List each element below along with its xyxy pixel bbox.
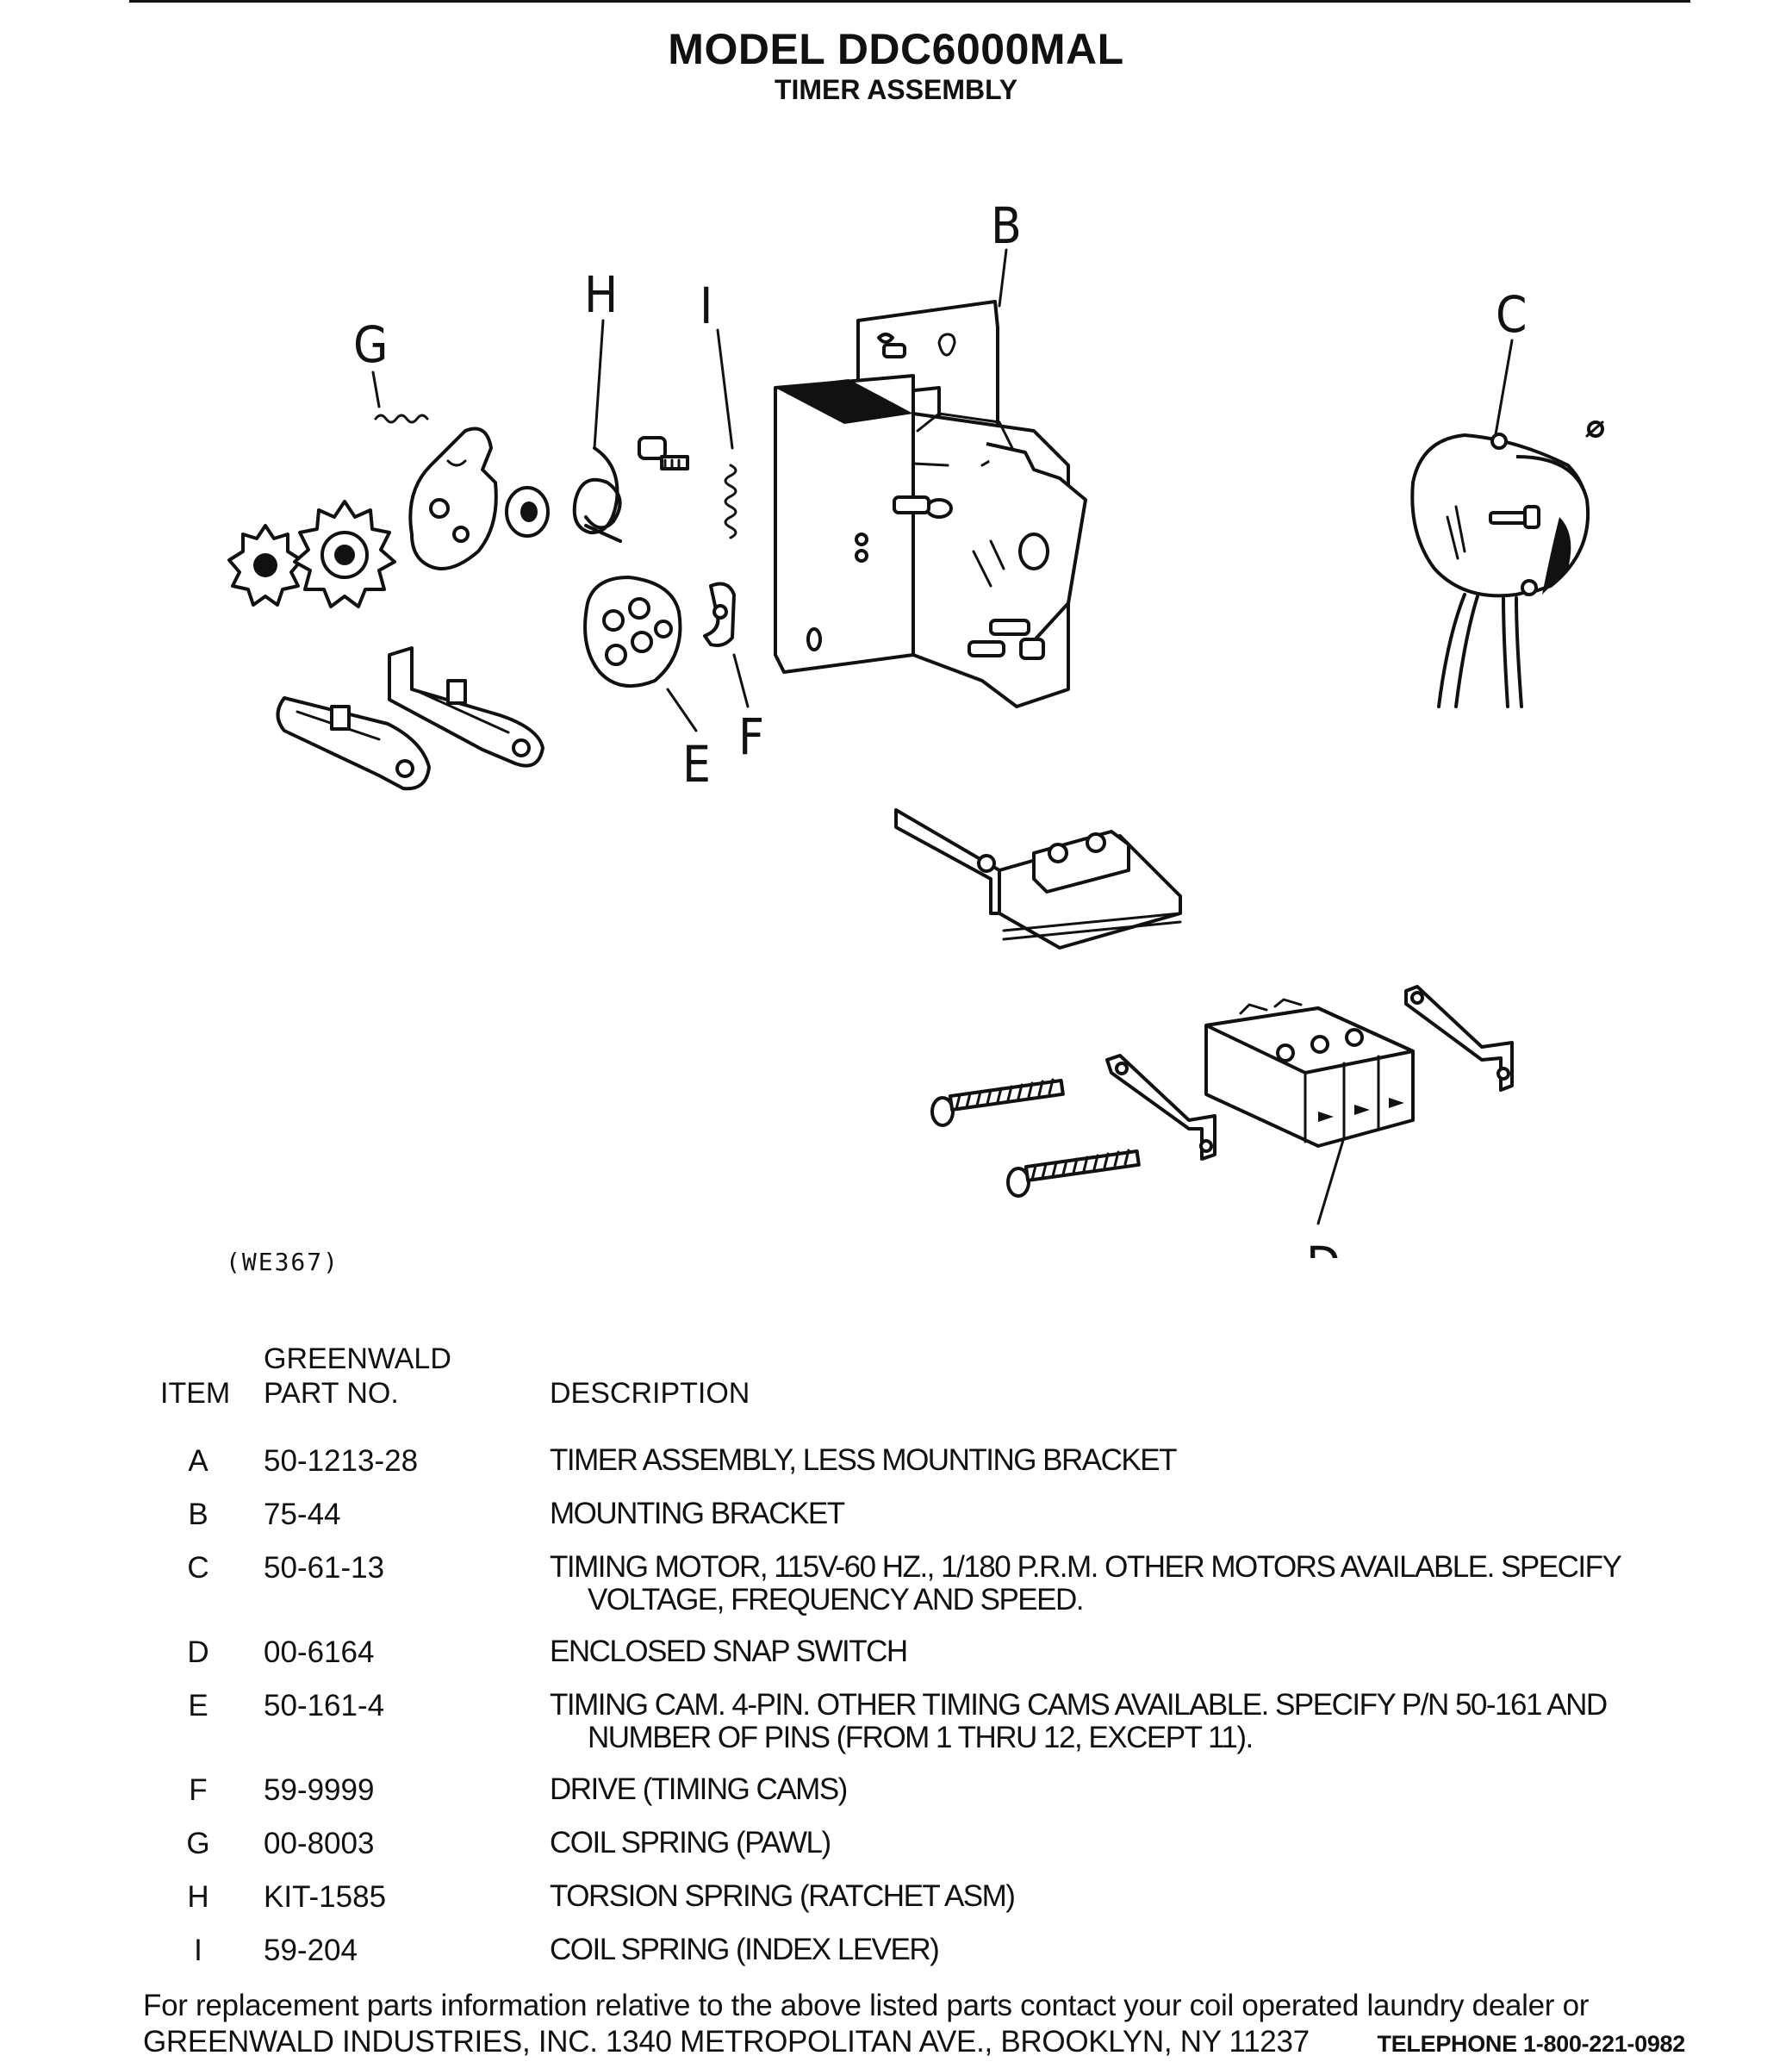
ratchet-gear-small: [227, 524, 303, 607]
part-description: COIL SPRING (PAWL): [550, 1827, 1670, 1859]
description-line-1: TIMING MOTOR, 115V-60 HZ., 1/180 P.R.M. …: [550, 1550, 1622, 1584]
item-letter: B: [188, 1498, 208, 1531]
footer-telephone: TELEPHONE 1-800-221-0982: [1377, 2031, 1686, 2057]
description-line-1: COIL SPRING (INDEX LEVER): [550, 1933, 940, 1966]
timing-motor-part: [1410, 420, 1604, 708]
part-description: DRIVE (TIMING CAMS): [550, 1773, 1670, 1806]
callout-i: I: [700, 277, 712, 335]
part-number: KIT-1585: [264, 1880, 387, 1914]
switch-actuator-plate-part: [894, 808, 1182, 950]
drive-part: [703, 582, 736, 647]
footer-line-2: GREENWALD INDUSTRIES, INC. 1340 METROPOL…: [143, 2025, 1685, 2059]
callout-g: G: [353, 315, 388, 374]
top-rule: [129, 0, 1690, 3]
item-letter: C: [187, 1551, 209, 1585]
ratchet-gear-large: [293, 500, 396, 608]
switch-bracket-left: [1105, 1054, 1216, 1161]
callout-h: H: [584, 265, 618, 324]
item-letter: F: [189, 1773, 208, 1807]
item-letter: H: [187, 1880, 209, 1914]
description-line-1: TIMER ASSEMBLY, LESS MOUNTING BRACKET: [550, 1443, 1178, 1477]
item-letter: A: [188, 1444, 208, 1478]
callout-f: F: [738, 707, 764, 766]
part-number: 50-161-4: [264, 1689, 385, 1722]
pawl-lever-part: [408, 427, 498, 570]
part-description: MOUNTING BRACKET: [550, 1498, 1670, 1530]
page-title: MODEL DDC6000MAL: [668, 25, 1124, 73]
description-line-2: VOLTAGE, FREQUENCY AND SPEED.: [588, 1583, 1084, 1616]
column-header-part-line1: GREENWALD: [264, 1342, 451, 1375]
part-number: 59-9999: [264, 1773, 375, 1807]
part-description: TIMER ASSEMBLY, LESS MOUNTING BRACKET: [550, 1444, 1670, 1477]
item-letter: D: [187, 1635, 209, 1669]
diagram-reference-code: (WE367): [226, 1248, 340, 1276]
description-line-1: ENCLOSED SNAP SWITCH: [550, 1635, 908, 1668]
description-line-1: DRIVE (TIMING CAMS): [550, 1772, 848, 1806]
torsion-spring-part: [572, 446, 622, 543]
footer-line-1: For replacement parts information relati…: [143, 1989, 1590, 2022]
screw-part: [638, 436, 689, 470]
part-description: TIMING CAM. 4-PIN. OTHER TIMING CAMS AVA…: [550, 1689, 1670, 1754]
callout-b: B: [991, 196, 1022, 255]
washer-part: [505, 486, 550, 538]
item-letter: I: [194, 1934, 202, 1967]
switch-screw-lower: [1006, 1149, 1141, 1198]
description-line-1: TORSION SPRING (RATCHET ASM): [550, 1879, 1016, 1913]
description-line-1: TIMING CAM. 4-PIN. OTHER TIMING CAMS AVA…: [550, 1688, 1608, 1722]
callout-c: C: [1496, 285, 1527, 344]
part-number: 75-44: [264, 1498, 341, 1531]
description-line-2: NUMBER OF PINS (FROM 1 THRU 12, EXCEPT 1…: [588, 1721, 1254, 1754]
part-number: 50-1213-28: [264, 1444, 419, 1478]
column-header-part-line2: PART NO.: [264, 1377, 399, 1410]
column-header-item: ITEM: [160, 1377, 231, 1410]
actuator-lever-right: [388, 646, 544, 768]
switch-screw-upper: [930, 1078, 1065, 1127]
mounting-bracket-part: [774, 300, 1087, 708]
part-number: 50-61-13: [264, 1551, 385, 1585]
description-line-1: COIL SPRING (PAWL): [550, 1826, 831, 1859]
part-description: ENCLOSED SNAP SWITCH: [550, 1635, 1670, 1668]
timing-cam-part: [583, 576, 682, 688]
part-number: 00-6164: [264, 1635, 375, 1669]
part-description: COIL SPRING (INDEX LEVER): [550, 1934, 1670, 1966]
column-header-description: DESCRIPTION: [550, 1377, 750, 1410]
footer-address: GREENWALD INDUSTRIES, INC. 1340 METROPOL…: [143, 2025, 1310, 2059]
callout-e: E: [682, 735, 711, 794]
exploded-parts-diagram: B H I G C E F D: [227, 196, 1604, 1258]
part-description: TORSION SPRING (RATCHET ASM): [550, 1880, 1670, 1913]
actuator-lever-left: [276, 696, 431, 791]
enclosed-snap-switch-part: [1204, 998, 1415, 1148]
callout-d: D: [1306, 1236, 1341, 1258]
part-number: 59-204: [264, 1934, 358, 1967]
leader-lines: [371, 248, 1514, 1225]
item-letter: G: [186, 1827, 210, 1860]
part-description: TIMING MOTOR, 115V-60 HZ., 1/180 P.R.M. …: [550, 1551, 1670, 1616]
switch-bracket-right: [1404, 985, 1514, 1092]
part-number: 00-8003: [264, 1827, 375, 1860]
item-letter: E: [188, 1689, 208, 1722]
coil-spring-pawl-part: [374, 414, 429, 424]
coil-spring-index-part: [724, 464, 737, 539]
page-subtitle: TIMER ASSEMBLY: [774, 74, 1018, 105]
description-line-1: MOUNTING BRACKET: [550, 1497, 845, 1530]
